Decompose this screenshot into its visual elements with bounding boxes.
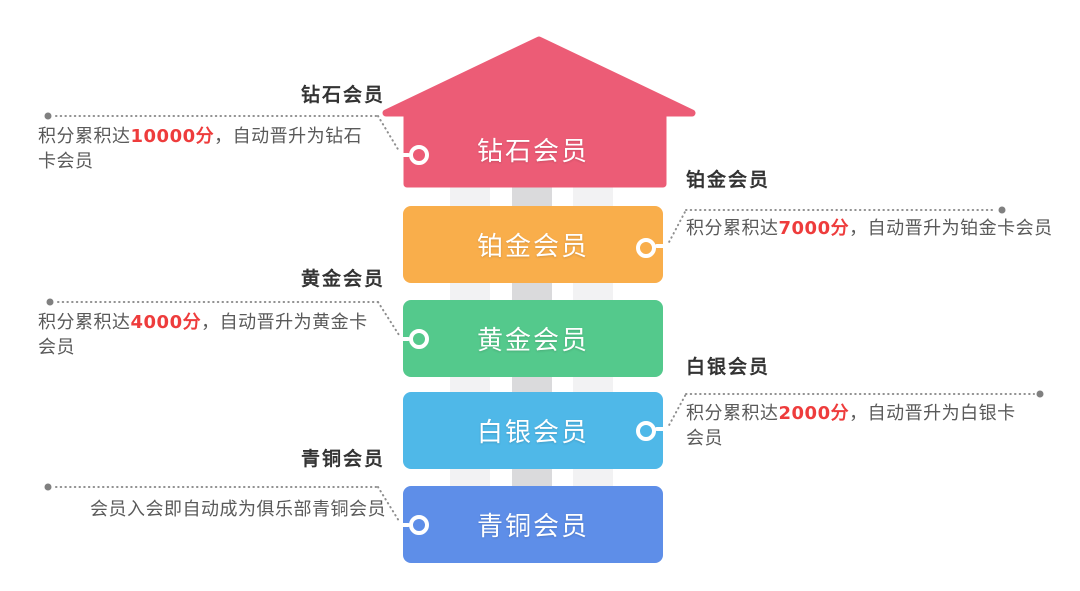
tier-bar-label: 白银会员	[476, 418, 589, 448]
silver-marker-icon	[636, 421, 656, 441]
desc-suffix: ，自动晋升为钻石卡会员	[38, 126, 363, 172]
tier-bar-label: 黄金会员	[476, 326, 589, 356]
tier-bar-label: 铂金会员	[476, 232, 589, 262]
tier-bar-platinum: 铂金会员	[403, 206, 663, 283]
desc-points: 10000分	[130, 126, 215, 147]
desc-suffix: ，自动晋升为铂金卡会员	[849, 218, 1053, 239]
marker-stub	[393, 523, 410, 527]
side-label-silver: 白银会员	[686, 356, 771, 378]
diamond-arrow-shape	[382, 36, 696, 188]
desc-prefix: 积分累积达	[686, 218, 779, 239]
tier-bar-bronze: 青铜会员	[403, 486, 663, 563]
diamond-arrow-polygon	[382, 36, 696, 188]
desc-prefix: 会员入会即自动成为俱乐部青铜会员	[90, 499, 386, 520]
side-label-gold: 黄金会员	[300, 268, 385, 290]
connector-end-dot	[44, 483, 52, 491]
tier-bar-label: 钻石会员	[476, 136, 589, 167]
diamond-marker-icon	[409, 145, 429, 165]
desc-points: 7000分	[778, 218, 850, 239]
desc-suffix: ，自动晋升为黄金卡会员	[38, 312, 368, 358]
desc-points: 4000分	[130, 312, 202, 333]
marker-stub	[655, 427, 669, 431]
connector-end-dot	[46, 298, 54, 306]
desc-bronze: 会员入会即自动成为俱乐部青铜会员	[38, 497, 386, 522]
desc-points: 2000分	[778, 403, 850, 424]
tier-bar-silver: 白银会员	[403, 392, 663, 469]
desc-diamond: 积分累积达10000分，自动晋升为钻石卡会员	[38, 124, 378, 174]
desc-prefix: 积分累积达	[686, 403, 779, 424]
desc-gold: 积分累积达4000分，自动晋升为黄金卡会员	[38, 310, 378, 360]
tier-bar-diamond: 钻石会员	[403, 113, 663, 185]
desc-prefix: 积分累积达	[38, 126, 131, 147]
desc-suffix: ，自动晋升为白银卡会员	[686, 403, 1016, 449]
connector-end-dot	[998, 206, 1006, 214]
marker-stub	[393, 337, 410, 341]
side-label-bronze: 青铜会员	[300, 448, 385, 470]
bronze-marker-icon	[409, 515, 429, 535]
connector-end-dot	[1036, 390, 1044, 398]
marker-stub	[655, 244, 669, 248]
desc-prefix: 积分累积达	[38, 312, 131, 333]
side-label-diamond: 钻石会员	[300, 84, 385, 106]
desc-silver: 积分累积达2000分，自动晋升为白银卡会员	[686, 401, 1031, 451]
tier-bar-label: 青铜会员	[476, 512, 589, 542]
side-label-platinum: 铂金会员	[686, 169, 771, 191]
marker-stub	[393, 153, 410, 157]
desc-platinum: 积分累积达7000分，自动晋升为铂金卡会员	[686, 216, 1054, 241]
tier-bar-gold: 黄金会员	[403, 300, 663, 377]
platinum-marker-icon	[636, 238, 656, 258]
gold-marker-icon	[409, 329, 429, 349]
connector-end-dot	[44, 112, 52, 120]
